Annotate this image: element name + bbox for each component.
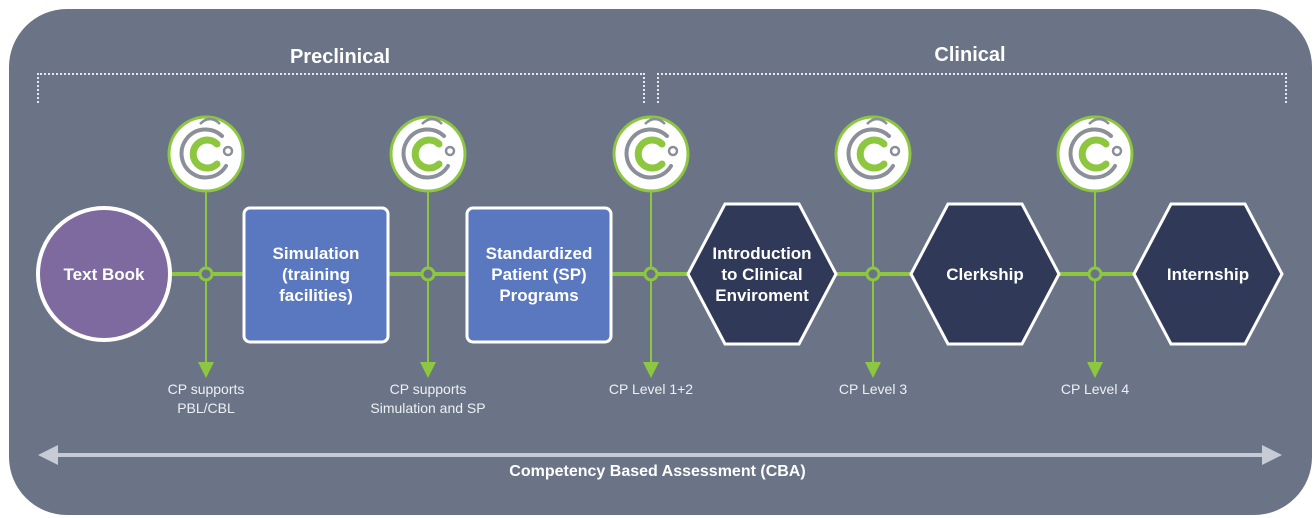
cp-logo-icon [1056, 115, 1134, 193]
node-introduction-shape [686, 202, 838, 346]
junction-dot-1 [198, 266, 214, 282]
caption-3: CP Level 1+2 [608, 381, 694, 397]
node-standardized-label: Standardized Patient (SP) Programs [485, 243, 593, 305]
caption-2: CP supports Simulation and SP [370, 381, 486, 416]
node-simulation-label: Simulation (training facilities) [272, 243, 360, 305]
node-text-book-shape [36, 206, 172, 342]
cp-logo-icon [389, 115, 467, 193]
junction-dot-4 [865, 266, 881, 282]
preclinical-bracket [37, 73, 645, 103]
arrowhead-left-icon [38, 445, 58, 465]
cp-logo-icon [612, 115, 690, 193]
node-clerkship-shape [909, 202, 1061, 346]
junction-dot-2 [420, 266, 436, 282]
cp-logo-icon [834, 115, 912, 193]
node-clerkship-label: Clerkship [946, 264, 1024, 284]
junction-dot-5 [1087, 266, 1103, 282]
caption-1: CP supports PBL/CBL [167, 381, 245, 416]
phase-label-clinical: Clinical [934, 44, 1006, 66]
node-simulation-shape [242, 206, 390, 344]
cp-logo-icon [167, 115, 245, 193]
arrowhead-right-icon [1262, 445, 1282, 465]
phase-label-preclinical: Preclinical [289, 46, 391, 68]
junction-dot-3 [643, 266, 659, 282]
node-introduction-label: Introduction to Clinical Enviroment [712, 243, 812, 305]
node-standardized-shape [465, 206, 613, 344]
node-internship-shape [1132, 202, 1284, 346]
caption-4: CP Level 3 [838, 381, 908, 397]
node-text-book-label: Text Book [63, 264, 145, 284]
node-internship-label: Internship [1166, 264, 1250, 284]
caption-5: CP Level 4 [1060, 381, 1130, 397]
cba-label: Competency Based Assessment (CBA) [509, 463, 806, 480]
cba-arrow [38, 445, 1282, 465]
clinical-bracket [657, 73, 1287, 103]
